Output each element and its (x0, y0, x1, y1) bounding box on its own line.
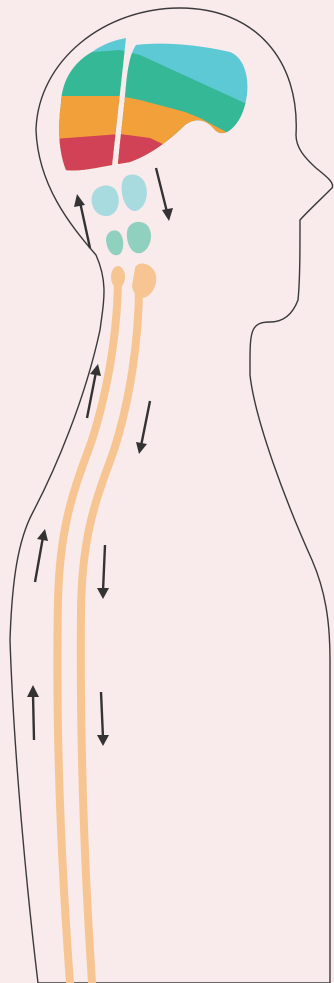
spinal-cord-top-left (111, 266, 125, 288)
